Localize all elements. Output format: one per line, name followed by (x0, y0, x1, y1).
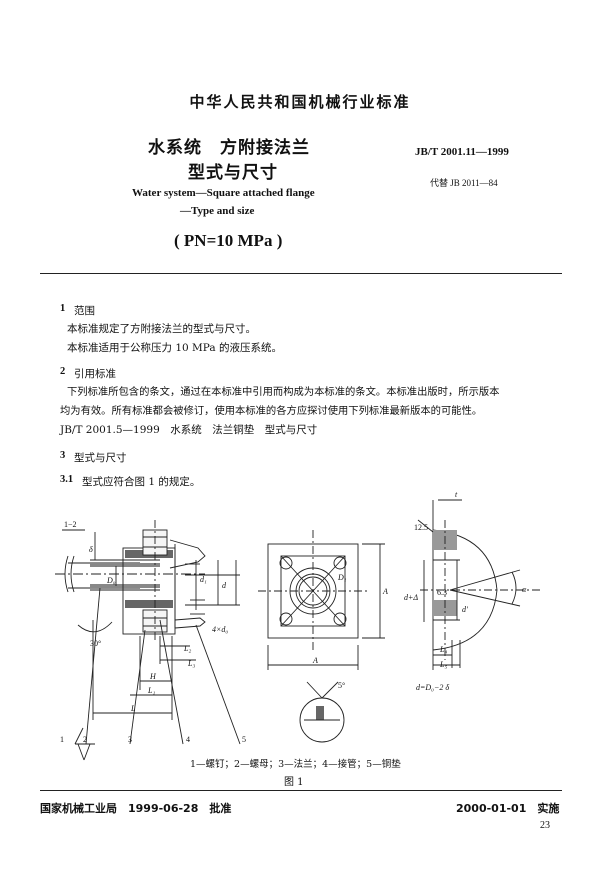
callout-2: 2 (83, 735, 87, 744)
label-D1: D₁ (337, 573, 347, 582)
label-L3: L₃ (187, 659, 195, 668)
section-1-para1: 本标准规定了方附接法兰的型式与尺寸。 (67, 323, 256, 335)
label-angle-30: 30° (90, 639, 101, 648)
nominal-pressure: ( PN=10 MPa ) (174, 231, 283, 250)
callout-1: 1 (60, 735, 64, 744)
effective-date: 2000-01-01 实施 (456, 802, 560, 815)
label-t: t (455, 490, 458, 499)
title-english-line1: Water system—Square attached flange (132, 187, 315, 199)
figure-caption: 图 1 (284, 777, 304, 788)
replaces-standard: 代替 JB 2011—84 (430, 178, 498, 188)
label-L4: L₄ (439, 645, 447, 654)
label-d0: D₀ (106, 576, 116, 585)
label-d: d (222, 581, 227, 590)
section-2-para-line2: 均为有效。所有标准都会被修订，使用本标准的各方应探讨使用下列标准最新版本的可能性… (60, 405, 483, 417)
title-chinese-line1: 水系统 方附接法兰 (148, 138, 310, 158)
label-d1: d₁ (200, 575, 207, 584)
label-A-right: A (382, 587, 388, 596)
label-L1: L₁ (147, 686, 155, 695)
title-english-line2: —Type and size (180, 205, 255, 217)
section-3-1-number: 3.1 (60, 474, 74, 485)
label-section-1-2: 1−2 (64, 520, 77, 529)
section-1-title: 范围 (74, 305, 95, 317)
label-4xd0: 4×d₀ (212, 625, 228, 634)
section-2-para-line1: 下列标准所包含的条文，通过在本标准中引用而构成为本标准的条文。本标准出版时，所示… (67, 386, 500, 398)
label-A-bottom: A (312, 656, 318, 665)
front-view (258, 530, 385, 743)
label-d-plus-delta: d+Δ (404, 593, 418, 602)
footer-divider (40, 790, 562, 791)
label-12-5: 12.5 (414, 523, 428, 532)
label-alpha: α (522, 585, 527, 594)
callout-5: 5 (242, 735, 246, 744)
label-d-prime: d' (462, 605, 468, 614)
label-L: L (130, 704, 136, 713)
section-3-1-text: 型式应符合图 1 的规定。 (82, 476, 201, 488)
page-number: 23 (540, 820, 550, 831)
title-chinese-line2: 型式与尺寸 (188, 163, 278, 183)
section-2-reference: JB/T 2001.5—1999 水系统 法兰铜垫 型式与尺寸 (60, 424, 318, 436)
callout-3: 3 (128, 735, 132, 744)
figure-legend: 1—螺钉；2—螺母；3—法兰；4—接管；5—铜垫 (190, 759, 401, 770)
label-6-3: 6.3 (437, 588, 447, 597)
section-view-right (417, 499, 540, 670)
label-H: H (149, 672, 157, 681)
label-delta: δ (89, 545, 93, 554)
header-divider (40, 273, 562, 274)
label-5deg: 5° (338, 681, 345, 690)
section-2-number: 2 (60, 366, 66, 377)
approval-info: 国家机械工业局 1999-06-28 批准 (40, 802, 232, 815)
section-3-number: 3 (60, 450, 66, 461)
section-2-title: 引用标准 (74, 368, 116, 380)
section-3-title: 型式与尺寸 (74, 452, 127, 464)
standard-number: JB/T 2001.11—1999 (415, 146, 509, 158)
label-L5: L₅ (439, 660, 447, 669)
standard-category-heading: 中华人民共和国机械行业标准 (189, 93, 411, 111)
side-section-view (55, 520, 241, 761)
section-1-para2: 本标准适用于公称压力 10 MPa 的液压系统。 (67, 342, 282, 354)
callout-4: 4 (186, 735, 190, 744)
section-1-number: 1 (60, 303, 66, 314)
label-L2: L₂ (183, 644, 191, 653)
label-formula: d=D₀−2 δ (416, 683, 449, 692)
